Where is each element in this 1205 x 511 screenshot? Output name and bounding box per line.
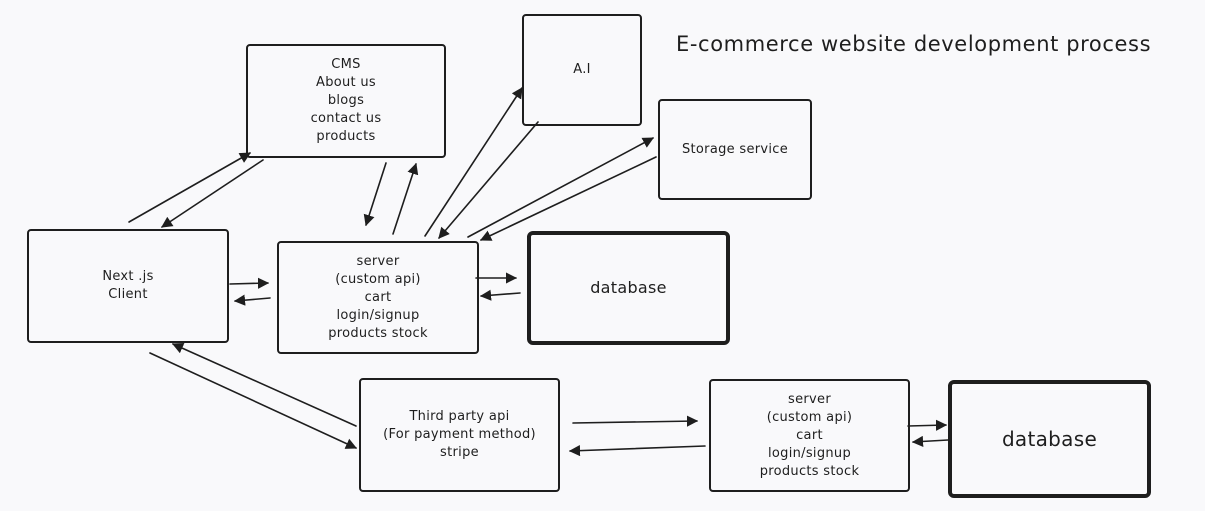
client-line-1: Next .js [102, 269, 154, 284]
arrow-ai-to-server [438, 121, 539, 239]
server-main-line-3: cart [364, 289, 392, 305]
server-second-box: server (custom api) cart login/signup pr… [709, 379, 910, 492]
arrow-server-to-ai [424, 87, 523, 237]
server-main-line-4: login/signup [336, 307, 420, 323]
arrow-client-to-third-party [149, 352, 358, 449]
third-party-line-3: stripe [440, 445, 479, 460]
arrow-client-to-server [229, 277, 270, 289]
arrow-third-party-to-server [572, 415, 699, 427]
database-second-label: database [1001, 427, 1098, 451]
arrow-client-to-cms [128, 152, 251, 223]
cms-line-3: blogs [327, 93, 365, 108]
arrow-third-party-to-client [171, 343, 357, 427]
server-main-line-1: server [356, 253, 400, 269]
arrow-database-to-server-second [911, 435, 949, 448]
arrow-cms-to-client [161, 159, 264, 228]
server-second-line-4: login/signup [767, 445, 851, 461]
server-second-line-3: cart [796, 427, 823, 443]
server-main-line-5: products stock [328, 325, 428, 341]
server-main-box: server (custom api) cart login/signup pr… [277, 241, 479, 354]
arrow-server-to-third-party [568, 445, 706, 457]
arrow-server-to-cms [392, 162, 419, 235]
cms-line-5: products [316, 129, 376, 144]
storage-service-box: Storage service [658, 99, 812, 200]
arrow-server-to-database-second [907, 419, 948, 431]
database-main-label: database [590, 278, 667, 297]
server-second-line-1: server [788, 391, 831, 407]
database-second-box: database [948, 380, 1151, 498]
arrow-database-to-server [479, 289, 521, 301]
storage-line-1: Storage service [681, 141, 789, 157]
client-line-2: Client [108, 287, 148, 302]
server-second-line-5: products stock [759, 463, 860, 479]
server-second-line-2: (custom api) [766, 409, 853, 425]
arrow-server-to-client [233, 294, 271, 306]
ai-line-1: A.I [573, 62, 591, 77]
server-main-line-2: (custom api) [335, 271, 421, 287]
third-party-line-1: Third party api [409, 409, 510, 424]
arrow-cms-to-server [363, 162, 387, 227]
cms-box: CMS About us blogs contact us products [246, 44, 446, 158]
cms-line-4: contact us [310, 111, 382, 126]
arrow-storage-to-server [479, 156, 657, 241]
third-party-api-box: Third party api (For payment method) str… [359, 378, 560, 492]
third-party-line-2: (For payment method) [383, 427, 536, 442]
cms-line-2: About us [316, 75, 376, 90]
database-main-box: database [527, 231, 730, 345]
nextjs-client-box: Next .js Client [27, 229, 229, 343]
cms-line-1: CMS [331, 57, 361, 72]
diagram-title: E-commerce website development process [676, 32, 1152, 56]
ai-box: A.I [522, 14, 642, 126]
arrow-server-to-storage [467, 137, 654, 238]
